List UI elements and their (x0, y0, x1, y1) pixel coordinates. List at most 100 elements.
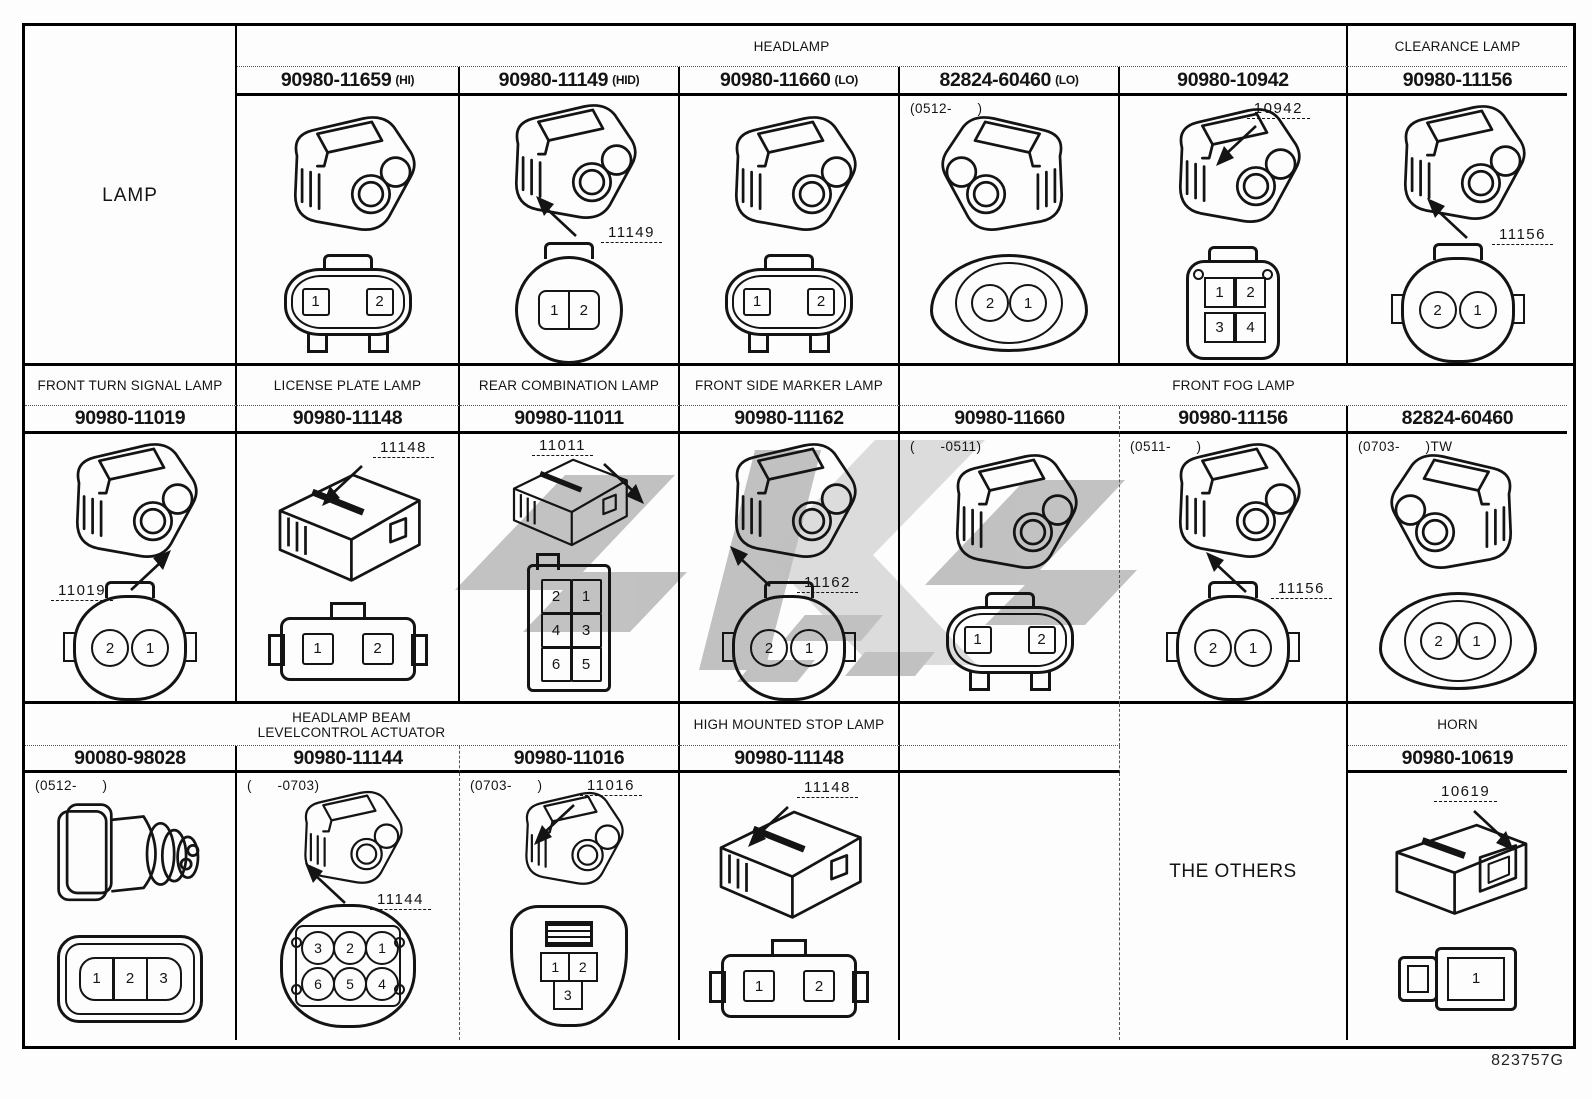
callout-arrow-icon (594, 460, 650, 508)
date-range-note: (0512- ) (910, 101, 983, 116)
callout-arrow-icon (530, 192, 586, 240)
pin-number: 4 (1235, 312, 1266, 343)
page-code: 823757G (1491, 1052, 1564, 1069)
part-number: 90980-11162 (734, 407, 844, 429)
latch-icon (771, 939, 807, 957)
connector-isometric-drawing (1364, 803, 1552, 939)
connector-front-view: 3 2 1 6 5 4 (280, 903, 416, 1028)
connector-isometric-drawing (254, 110, 442, 246)
section-actuator-others: HEADLAMP BEAM LEVELCONTROL ACTUATOR HIGH… (25, 704, 1573, 1040)
callout-arrow-icon (299, 859, 355, 907)
callout-label: 11148 (373, 439, 434, 458)
connector-cell-90980-11148: 11148 1 2 (237, 434, 460, 704)
pin-number: 2 (1235, 277, 1266, 308)
part-number-cell: 90980-11144 (237, 746, 460, 773)
date-range-note: (0511- ) (1130, 439, 1202, 454)
connector-cell-90980-11011: 11011 2 1 4 3 6 5 (460, 434, 680, 704)
connector-isometric-drawing (915, 110, 1103, 246)
part-number-cell: 90980-11019 (25, 406, 237, 434)
header-headlamp-beam-levelcontrol-actuator: HEADLAMP BEAM LEVELCONTROL ACTUATOR (25, 704, 680, 746)
part-number-cell: 90980-11156 (1348, 67, 1567, 96)
part-number: 90980-10619 (1401, 746, 1514, 769)
pin-number: 3 (301, 930, 335, 965)
connector-cell-90980-10619-horn: 10619 1 (1348, 773, 1567, 1040)
connector-cell-90980-11162: 11162 2 1 (680, 434, 900, 704)
part-suffix: (HI) (395, 73, 415, 87)
callout-label: 11156 (1271, 580, 1332, 599)
connector-front-view: 1 2 3 (510, 904, 628, 1027)
header-high-mounted-stop-lamp: HIGH MOUNTED STOP LAMP (680, 704, 900, 746)
connector-cell-82824-60460-fog: (0703- )TW 2 1 (1348, 434, 1567, 704)
latch-icon (1208, 581, 1258, 598)
part-number: 90980-11016 (513, 746, 625, 769)
callout-label: 11016 (579, 777, 642, 796)
connector-front-view: 2 1 (1390, 243, 1525, 363)
latch-icon (536, 553, 560, 570)
connector-cell-90980-11659: 1 2 (237, 96, 460, 366)
pin-number: 2 (803, 970, 835, 1002)
callout-arrow-icon (121, 546, 177, 594)
latch-icon (329, 601, 366, 620)
header-horn: HORN (1348, 704, 1567, 746)
part-number: 90980-11156 (1402, 68, 1513, 91)
connector-front-view: 2 1 (930, 254, 1088, 352)
pin-number: 3 (570, 612, 602, 648)
connector-front-view: 1 2 (267, 601, 428, 681)
part-number: 90980-11144 (293, 746, 403, 769)
callout-label: 11011 (532, 437, 593, 456)
pin-number: 5 (333, 966, 367, 1001)
part-number-cell: 90980-11016 (460, 746, 680, 773)
connector-front-view: 1 (1398, 946, 1517, 1011)
pin-number: 1 (540, 952, 571, 983)
connector-front-view: 1 2 3 (57, 934, 203, 1023)
empty-cell (900, 773, 1120, 1040)
pin-number: 2 (567, 952, 598, 983)
connector-isometric-drawing (1364, 448, 1552, 584)
date-range-note: ( -0703) (247, 778, 320, 793)
pin-number: 1 (1458, 291, 1497, 329)
latch-icon (984, 591, 1035, 609)
pin-number: 3 (145, 956, 182, 1001)
pin-number: 1 (78, 956, 115, 1001)
part-number-cell: 90980-11148 (237, 406, 460, 434)
pin-number: 1 (1457, 622, 1496, 660)
latch-icon (105, 581, 155, 598)
latch-icon (1432, 243, 1483, 260)
pin-number: 6 (540, 646, 572, 682)
header-empty (900, 704, 1120, 746)
connector-front-view: 2 1 4 3 6 5 (527, 553, 611, 692)
callout-label: 11148 (797, 779, 858, 798)
callout-label: 10942 (1246, 100, 1310, 119)
pin-number: 2 (1418, 291, 1457, 329)
pin-number: 2 (91, 629, 129, 667)
callout-arrow-icon (1421, 194, 1477, 242)
pin-number: 6 (301, 966, 335, 1001)
part-number: 90980-10942 (1177, 68, 1289, 91)
header-rear-combination-lamp: REAR COMBINATION LAMP (460, 366, 680, 406)
pin-number: 2 (567, 290, 600, 330)
connector-front-view: 1 2 (709, 939, 869, 1018)
pin-number: 1 (365, 930, 399, 965)
pin-number: 1 (790, 629, 828, 667)
parts-table: LAMP HEADLAMP CLEARANCE LAMP 90980-11659… (22, 23, 1576, 1049)
pin-number: 4 (365, 966, 399, 1001)
callout-label: 10619 (1434, 783, 1498, 802)
part-number-cell: 90080-98028 (25, 746, 237, 773)
latch-icon (545, 921, 593, 948)
callout-arrow-icon (1210, 122, 1266, 170)
part-suffix: (LO) (1055, 73, 1079, 87)
actuator-isometric-drawing (36, 791, 224, 927)
part-number: 90080-98028 (74, 746, 186, 769)
connector-cell-90980-11660-fog: ( -0511) 1 2 (900, 434, 1120, 704)
part-number: 90980-11011 (514, 407, 624, 429)
connector-cell-90980-11019: 11019 2 1 (25, 434, 237, 704)
connector-front-view: 1 2 (945, 591, 1074, 691)
part-number: 90980-11148 (734, 746, 844, 769)
latch-icon (1208, 246, 1258, 263)
part-number: 90980-11019 (74, 407, 186, 429)
connector-isometric-drawing (916, 448, 1104, 584)
group-header-clearance-lamp: CLEARANCE LAMP (1348, 26, 1567, 67)
pin-number: 1 (1234, 629, 1272, 667)
connector-front-view: 1 2 (283, 253, 412, 353)
latch-icon (764, 581, 814, 598)
